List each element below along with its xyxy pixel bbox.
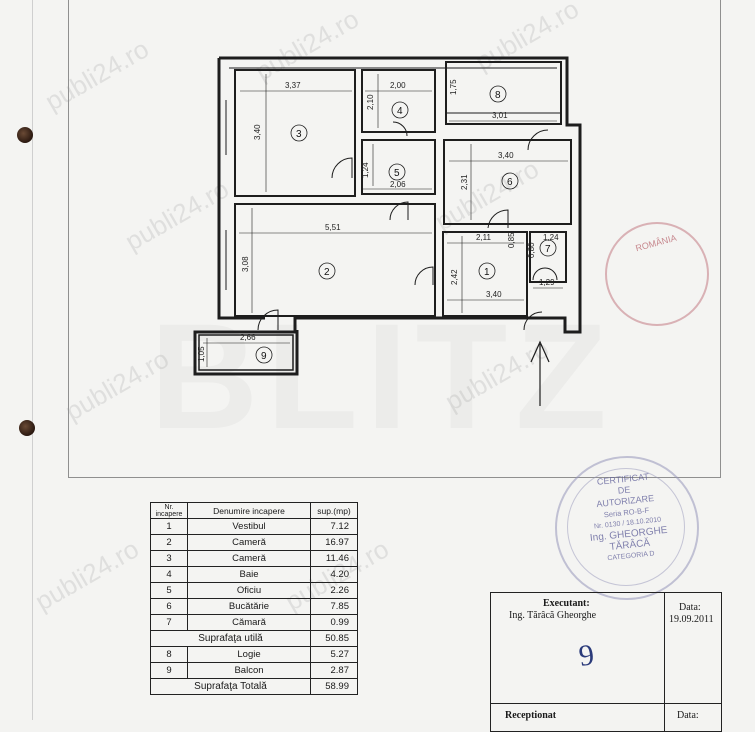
punch-hole-top — [17, 127, 33, 143]
table-header-row: Nr. incapere Denumire incapere sup.(mp) — [150, 502, 358, 519]
table-cell: Bucătărie — [187, 598, 311, 615]
dimension-label: 2,06 — [390, 180, 406, 189]
table-cell: 4 — [150, 566, 188, 583]
dimension-label: 1,24 — [361, 162, 370, 178]
dimension-label: 1,29 — [539, 278, 555, 287]
dimension-label: 1,75 — [449, 79, 458, 95]
table-cell: Cameră — [187, 550, 311, 567]
dimension-label: 0,80 — [527, 242, 536, 258]
margin-line — [32, 0, 33, 720]
dimension-label: 2,42 — [450, 269, 459, 285]
table-cell: Oficiu — [187, 582, 311, 599]
stamp-text: ROMÂNIA — [634, 232, 678, 254]
signature: 9 — [576, 638, 597, 673]
receptionat-date-label: Data: — [677, 710, 699, 721]
divider — [664, 593, 665, 731]
room-number: 8 — [495, 90, 501, 101]
table-cell: 4.20 — [310, 566, 358, 583]
table-cell: Cameră — [187, 534, 311, 551]
brand-watermark: BLITZ — [150, 292, 615, 460]
executant-name: Ing. Tărâcă Gheorghe — [509, 610, 597, 621]
room-number: 5 — [394, 168, 400, 179]
dimension-label: 3,37 — [285, 81, 301, 90]
table-cell: Suprafaţa utilă — [150, 630, 311, 647]
dimension-label: 2,11 — [476, 233, 492, 242]
dimension-label: 0,85 — [507, 232, 516, 248]
table-cell: 7.85 — [310, 598, 358, 615]
dimension-label: 3,40 — [498, 151, 514, 160]
date-label: Data: — [679, 602, 701, 613]
dimension-label: 3,01 — [492, 111, 508, 120]
dimension-label: 5,51 — [325, 223, 341, 232]
date-value: 19.09.2011 — [669, 614, 714, 625]
room-number: 2 — [324, 267, 330, 278]
table-cell: 50.85 — [310, 630, 358, 647]
table-cell: 9 — [150, 662, 188, 679]
dimension-label: 2,00 — [390, 81, 406, 90]
dimension-label: 2,66 — [240, 333, 256, 342]
executant-block: Executant: Ing. Tărâcă Gheorghe Data: 19… — [490, 592, 722, 732]
room-number: 1 — [484, 267, 490, 278]
table-cell: Logie — [187, 646, 311, 663]
certificate-stamp: CERTIFICAT DE AUTORIZARE Seria RO-B-F Nr… — [555, 456, 699, 600]
table-cell: 5.27 — [310, 646, 358, 663]
table-cell: Balcon — [187, 662, 311, 679]
table-cell: 2.26 — [310, 582, 358, 599]
table-cell: 3 — [150, 550, 188, 567]
table-cell: Suprafaţa Totală — [150, 678, 311, 695]
dimension-label: 3,40 — [486, 290, 502, 299]
table-cell: 0.99 — [310, 614, 358, 631]
table-cell: 8 — [150, 646, 188, 663]
site-watermark: publi24.ro — [29, 533, 144, 617]
room-number: 9 — [261, 351, 267, 362]
table-cell: 7 — [150, 614, 188, 631]
table-cell: 11.46 — [310, 550, 358, 567]
dimension-label: 3,08 — [241, 256, 250, 272]
table-cell: Cămară — [187, 614, 311, 631]
divider — [491, 703, 721, 704]
table-cell: 1 — [150, 518, 188, 535]
table-cell: 7.12 — [310, 518, 358, 535]
dimension-label: 3,40 — [253, 124, 262, 140]
floor-plan: 3,37 3,40 2,00 2,10 1,75 3,01 1,24 2,06 … — [193, 56, 582, 406]
room-number: 3 — [296, 129, 302, 140]
room-area-table: Nr. incapere Denumire incapere sup.(mp) … — [150, 502, 358, 695]
receptionat-label: Receptionat — [505, 710, 557, 721]
room-number: 4 — [397, 106, 403, 117]
certificate-stamp-text: CERTIFICAT DE AUTORIZARE Seria RO-B-F Nr… — [573, 469, 682, 567]
dimension-label: 1,05 — [197, 346, 206, 362]
table-cell: 2 — [150, 534, 188, 551]
column-header: sup.(mp) — [310, 502, 358, 519]
table-cell: 16.97 — [310, 534, 358, 551]
table-cell: 2.87 — [310, 662, 358, 679]
plan-frame — [68, 0, 721, 478]
room-number: 7 — [545, 244, 551, 255]
table-cell: 58.99 — [310, 678, 358, 695]
punch-hole-bottom — [19, 420, 35, 436]
dimension-label: 1,24 — [543, 233, 559, 242]
romania-stamp: ROMÂNIA — [605, 222, 709, 326]
table-cell: Baie — [187, 566, 311, 583]
table-cell: Vestibul — [187, 518, 311, 535]
room-number: 6 — [507, 177, 513, 188]
dimension-label: 2,31 — [460, 174, 469, 190]
table-cell: 6 — [150, 598, 188, 615]
table-cell: 5 — [150, 582, 188, 599]
column-header: Nr. incapere — [150, 502, 188, 519]
dimension-label: 2,10 — [366, 94, 375, 110]
executant-label: Executant: — [543, 598, 590, 609]
column-header: Denumire incapere — [187, 502, 311, 519]
